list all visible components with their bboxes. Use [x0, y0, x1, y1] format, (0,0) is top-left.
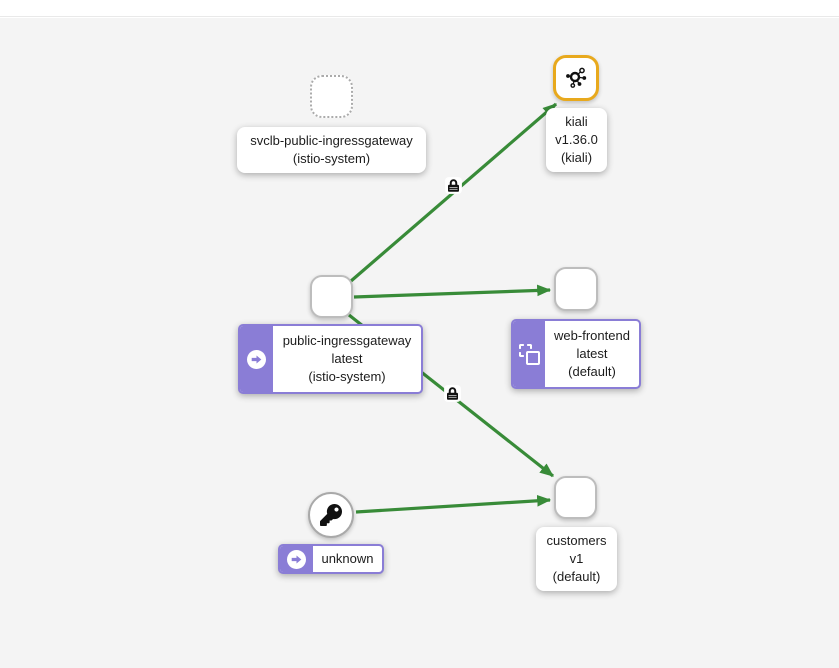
node-name: web-frontend — [554, 328, 630, 343]
mtls-lock-icon — [446, 178, 461, 193]
node-version: latest — [576, 346, 608, 361]
node-name: svclb-public-ingressgateway — [250, 133, 413, 148]
node-web-frontend[interactable] — [554, 267, 598, 311]
node-svclb-public-ingressgateway[interactable] — [310, 75, 353, 118]
graph-canvas[interactable]: svclb-public-ingressgateway (istio-syste… — [0, 18, 839, 668]
label-kiali[interactable]: kiali v1.36.0 (kiali) — [546, 108, 607, 172]
workload-badge — [513, 321, 545, 387]
label-customers[interactable]: customers v1 (default) — [536, 527, 617, 591]
copy-icon — [518, 343, 540, 365]
top-bar — [0, 0, 839, 17]
node-version: latest — [331, 351, 363, 366]
node-name: public-ingressgateway — [282, 333, 412, 348]
edge-unknown-to-customers[interactable] — [355, 494, 552, 514]
node-namespace: (default) — [552, 569, 601, 584]
label-public-ingressgateway[interactable]: public-ingressgateway latest (istio-syst… — [238, 324, 423, 394]
label-web-frontend[interactable]: web-frontend latest (default) — [511, 319, 641, 389]
kiali-topology-icon — [566, 67, 587, 88]
node-name: customers — [546, 533, 607, 548]
label-unknown[interactable]: unknown — [278, 544, 384, 574]
mtls-lock-icon — [445, 386, 460, 401]
node-namespace: (istio-system) — [292, 151, 371, 166]
node-kiali[interactable] — [553, 55, 599, 101]
key-icon — [320, 504, 342, 526]
node-unknown[interactable] — [308, 492, 354, 538]
node-namespace: (istio-system) — [308, 369, 386, 384]
node-customers[interactable] — [554, 476, 597, 519]
label-svclb-public-ingressgateway[interactable]: svclb-public-ingressgateway (istio-syste… — [237, 127, 426, 173]
arrow-right-circle-icon — [287, 549, 306, 569]
node-name: kiali — [565, 114, 588, 129]
traffic-source-badge — [280, 546, 313, 572]
arrow-right-circle-icon — [247, 349, 266, 369]
traffic-source-badge — [240, 326, 273, 392]
node-public-ingressgateway[interactable] — [310, 275, 353, 318]
node-namespace: (kiali) — [560, 150, 593, 165]
edge-gateway-to-web-frontend[interactable] — [353, 284, 552, 299]
node-version: v1 — [569, 551, 584, 566]
node-namespace: (default) — [568, 364, 616, 379]
node-name: unknown — [321, 551, 374, 566]
node-version: v1.36.0 — [555, 132, 598, 147]
